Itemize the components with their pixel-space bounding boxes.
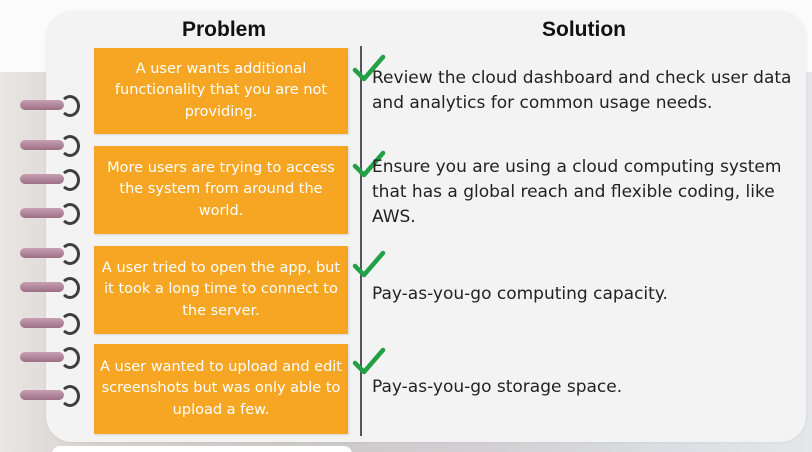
binder-ring-icon: [20, 313, 80, 335]
checkmark-icon: [352, 54, 386, 82]
binder-ring-icon: [20, 203, 80, 225]
checkmark-icon: [352, 347, 386, 375]
problem-column-header: Problem: [181, 18, 267, 41]
binder-ring-icon: [20, 95, 80, 117]
column-divider: [360, 46, 362, 436]
binder-ring-icon: [20, 243, 80, 265]
binder-ring-icon: [20, 347, 80, 369]
problem-box: A user wants additional functionality th…: [94, 48, 348, 134]
problem-box: A user tried to open the app, but it too…: [94, 246, 348, 334]
solution-text: Review the cloud dashboard and check use…: [372, 68, 792, 113]
solution-text: Pay-as-you-go storage space.: [372, 377, 623, 397]
solution-text: Pay-as-you-go computing capacity.: [372, 284, 668, 304]
checkmark-icon: [352, 150, 386, 178]
binder-ring-icon: [20, 277, 80, 299]
problem-box: A user wanted to upload and edit screens…: [94, 344, 348, 434]
solution-column-header: Solution: [542, 18, 626, 41]
solution-text: Ensure you are using a cloud computing s…: [372, 157, 782, 227]
problem-box: More users are trying to access the syst…: [94, 146, 348, 234]
checkmark-icon: [352, 250, 386, 278]
bottom-strip: [52, 446, 352, 452]
binder-ring-icon: [20, 135, 80, 157]
binder-ring-icon: [20, 169, 80, 191]
binder-ring-icon: [20, 385, 80, 407]
